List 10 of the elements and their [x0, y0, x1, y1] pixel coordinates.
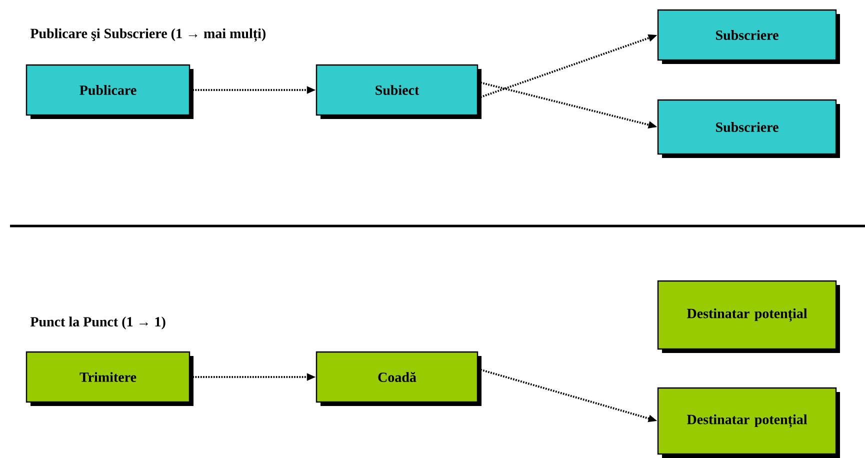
process-box: Trimitere: [26, 351, 194, 406]
process-box: Destinatar potențial: [657, 387, 840, 458]
process-box: Coadă: [316, 351, 482, 406]
section-heading: Punct la Punct (1 → 1): [30, 316, 166, 330]
process-box: Subscriere: [657, 9, 840, 64]
section-heading: Publicare şi Subscriere (1 → mai mulți): [30, 28, 266, 42]
process-box: Publicare: [26, 64, 194, 119]
process-box: Subiect: [316, 64, 482, 119]
process-box: Subscriere: [657, 99, 840, 158]
process-box: Destinatar potențial: [657, 280, 840, 353]
